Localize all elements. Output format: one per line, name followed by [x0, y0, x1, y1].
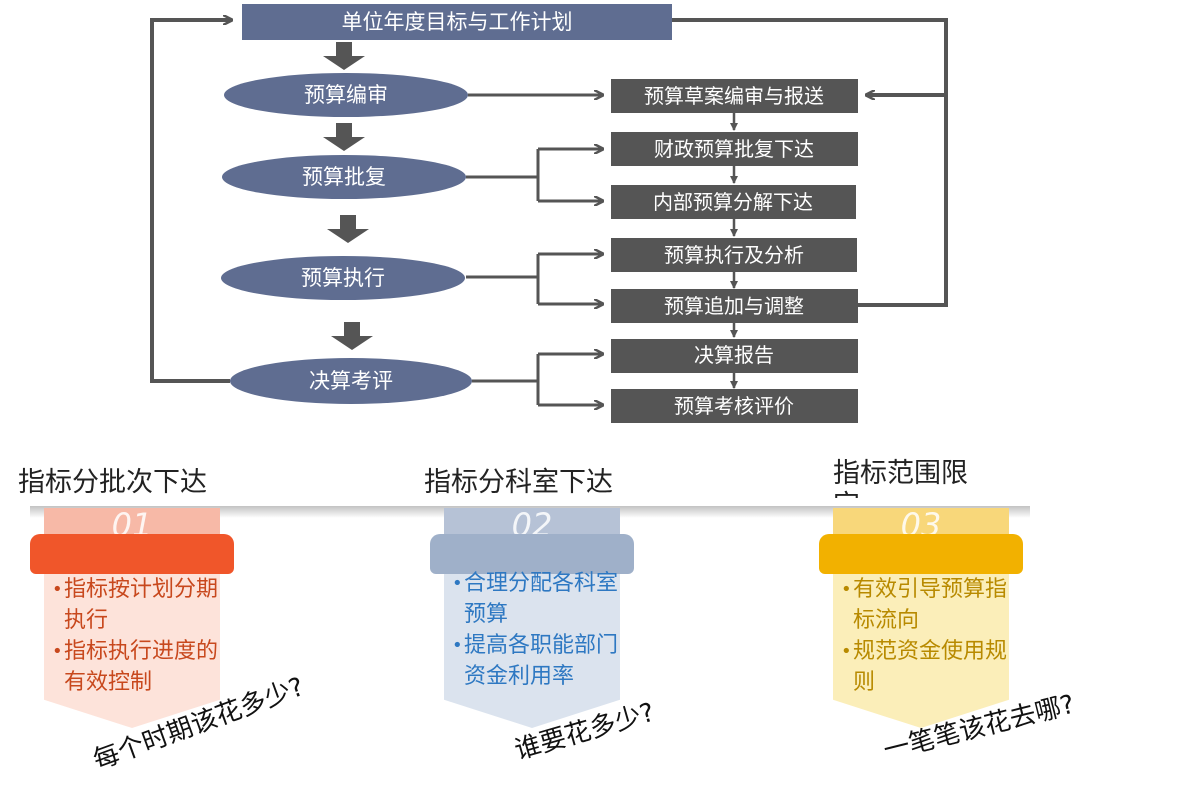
stage-label: 预算编审: [304, 83, 388, 107]
connector-stage4: [472, 352, 603, 407]
stage-label: 预算批复: [302, 165, 386, 189]
budget-flow-diagram: 单位年度目标与工作计划 预算编审 预算批复 预算执行 决算考评: [150, 4, 948, 423]
column-card-01: 01 指标按计划分期执行 指标执行进度的有效控制: [30, 508, 234, 728]
down-arrow-icon: [327, 215, 369, 243]
bullet-list: 合理分配各科室预算 提高各职能部门资金利用率: [452, 568, 620, 692]
down-arrow-icon: [323, 123, 365, 151]
column-card-03: 03 有效引导预算指标流向 规范资金使用规则: [819, 508, 1023, 728]
column-band: [819, 534, 1023, 574]
column-title-scope: 指标范围限定: [833, 458, 968, 498]
stage-budget-execution[interactable]: 预算执行: [221, 256, 465, 300]
connector-stage2: [466, 147, 603, 203]
bullet-list: 有效引导预算指标流向 规范资金使用规则: [841, 574, 1009, 698]
step-execution-analysis[interactable]: 预算执行及分析: [611, 238, 857, 272]
left-return-connector: [150, 20, 232, 383]
bullet-item: 指标执行进度的有效控制: [52, 636, 220, 698]
stage-final-accounts[interactable]: 决算考评: [230, 358, 472, 404]
column-title-batch: 指标分批次下达: [18, 467, 207, 498]
bullet-item: 有效引导预算指标流向: [841, 574, 1009, 636]
step-fiscal-approval[interactable]: 财政预算批复下达: [611, 132, 858, 166]
step-draft-review-submit[interactable]: 预算草案编审与报送: [611, 79, 858, 113]
stage-budget-review[interactable]: 预算编审: [224, 73, 468, 117]
down-arrow-icon: [331, 322, 373, 350]
column-title-department: 指标分科室下达: [424, 467, 613, 498]
right-return-connector: [858, 95, 948, 307]
step-final-report[interactable]: 决算报告: [611, 339, 858, 373]
connector-stage3: [466, 252, 603, 306]
column-band: [30, 534, 234, 574]
step-label: 预算考核评价: [674, 394, 794, 418]
step-supplement-adjust[interactable]: 预算追加与调整: [611, 289, 858, 323]
step-label: 内部预算分解下达: [653, 190, 813, 214]
stage-label: 决算考评: [309, 369, 393, 393]
top-title-label: 单位年度目标与工作计划: [342, 10, 573, 34]
column-card-02: 02 合理分配各科室预算 提高各职能部门资金利用率: [430, 508, 634, 728]
step-label: 预算执行及分析: [664, 243, 804, 267]
step-label: 预算草案编审与报送: [644, 84, 824, 108]
top-title-box: [242, 4, 672, 40]
step-internal-breakdown[interactable]: 内部预算分解下达: [611, 185, 856, 219]
stage-budget-approval[interactable]: 预算批复: [222, 155, 466, 199]
stage-label: 预算执行: [301, 266, 385, 290]
bullet-item: 提高各职能部门资金利用率: [452, 630, 620, 692]
step-label: 预算追加与调整: [664, 294, 804, 318]
bullet-item: 合理分配各科室预算: [452, 568, 620, 630]
bullet-item: 规范资金使用规则: [841, 636, 1009, 698]
step-label: 决算报告: [694, 343, 774, 367]
step-label: 财政预算批复下达: [654, 137, 814, 161]
bullet-list: 指标按计划分期执行 指标执行进度的有效控制: [52, 574, 220, 698]
down-arrow-icon: [323, 42, 365, 70]
step-assessment[interactable]: 预算考核评价: [611, 389, 858, 423]
top-connector: [672, 18, 948, 95]
bullet-item: 指标按计划分期执行: [52, 574, 220, 636]
